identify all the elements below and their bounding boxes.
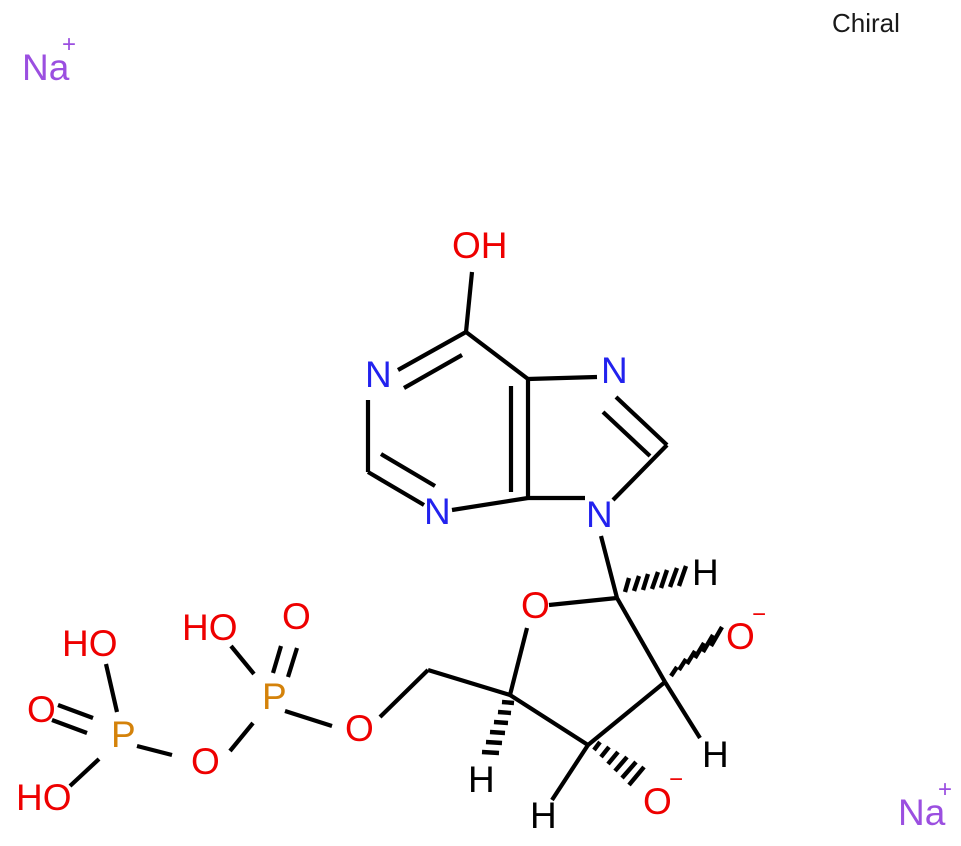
label-na-bottom-right: Na <box>898 792 946 833</box>
atom-labels-group: OH N N N N H O O − H O − H H O P O HO <box>16 225 766 836</box>
label-n7-imidazole: N <box>601 350 628 391</box>
diphosphate-group <box>51 644 333 788</box>
label-ho-alpha-upper: HO <box>62 623 118 664</box>
stereo-hash-bonds-group: H (hashed, pointing up-right) --> O- (ha… <box>481 565 724 802</box>
bond-c4prime-c3prime <box>508 693 590 747</box>
bond-n7-c8-outer <box>614 395 669 447</box>
bond-pbeta-oh <box>229 644 256 676</box>
label-h-c3prime-lower: H <box>530 795 557 836</box>
bond-c6-n1-inner <box>402 353 464 390</box>
bond-c2prime-c1prime <box>615 596 667 684</box>
label-na-top-left: Na <box>22 47 70 88</box>
bond-c3prime-h <box>550 743 590 802</box>
label-o-2prime-anion: O <box>726 616 755 657</box>
hash-c2prime-o2prime <box>669 625 724 678</box>
bond-palpha-odouble-lower <box>51 718 88 735</box>
bond-palpha-oh-lower <box>68 757 101 788</box>
bond-c5prime-o5prime <box>378 668 430 719</box>
label-o-beta-double: O <box>282 596 311 637</box>
label-o-alpha-double: O <box>27 689 56 730</box>
chiral-annotation: Chiral <box>832 8 900 38</box>
bond-c8-n9 <box>611 443 669 502</box>
bond-c5-n7 <box>527 374 598 382</box>
label-ho-beta: HO <box>182 607 238 648</box>
label-h-c4prime: H <box>468 759 495 800</box>
bond-obridge-palpha <box>136 743 173 758</box>
bond-c2prime-h <box>663 680 702 740</box>
bond-pbeta-obridge <box>228 721 255 753</box>
bond-c6-oh <box>463 271 475 333</box>
charge-o-3prime-anion: − <box>669 766 683 793</box>
bond-c3prime-c2prime <box>586 680 667 747</box>
ribose-ring-group <box>378 595 702 747</box>
label-ho-alpha-lower: HO <box>16 777 72 818</box>
hash-c1prime-h <box>622 565 689 593</box>
label-h-c3prime: H <box>702 734 729 775</box>
label-n9-imidazole: N <box>586 494 613 535</box>
bond-c1prime-oring <box>548 595 618 608</box>
bond-n7-c8-inner <box>601 410 652 458</box>
label-o-anhydride-bridge: O <box>191 741 220 782</box>
hash-c3prime-o3prime <box>592 740 646 787</box>
hash-c4prime-h <box>481 699 515 756</box>
label-n1-pyrimidine: N <box>365 354 392 395</box>
label-p-alpha: P <box>111 714 136 755</box>
label-n3-pyrimidine: N <box>424 491 451 532</box>
bond-c2-n3-outer <box>366 470 426 507</box>
charge-na-top-left: + <box>62 31 76 58</box>
bond-c5-c6 <box>464 330 530 381</box>
label-p-beta: P <box>262 676 287 717</box>
bond-palpha-odouble-upper <box>57 703 94 720</box>
label-o-ring-furanose: O <box>521 585 550 626</box>
bond-c6-n1-outer <box>396 330 468 372</box>
bond-c2-n3-inner <box>379 452 437 488</box>
purine-base-group <box>365 271 669 599</box>
charge-na-bottom-right: + <box>938 776 952 803</box>
bond-palpha-oh-upper <box>103 663 120 713</box>
bond-pbeta-odouble-right <box>285 647 300 678</box>
charge-o-2prime-anion: − <box>752 601 766 628</box>
label-oh-6-hydroxy: OH <box>452 225 508 266</box>
label-o-bridge-5prime: O <box>345 708 374 749</box>
bond-n9-c1prime <box>598 535 620 599</box>
bond-pbeta-odouble-left <box>270 645 284 674</box>
counterions-group: Na + Na + <box>22 31 952 833</box>
label-o-3prime-anion: O <box>643 781 672 822</box>
bond-n3-c4 <box>451 495 529 513</box>
bond-c4prime-c5prime <box>427 667 511 698</box>
bond-o5prime-pbeta <box>284 708 333 729</box>
bond-oring-c4prime <box>507 627 530 696</box>
label-h-c1prime: H <box>692 552 719 593</box>
